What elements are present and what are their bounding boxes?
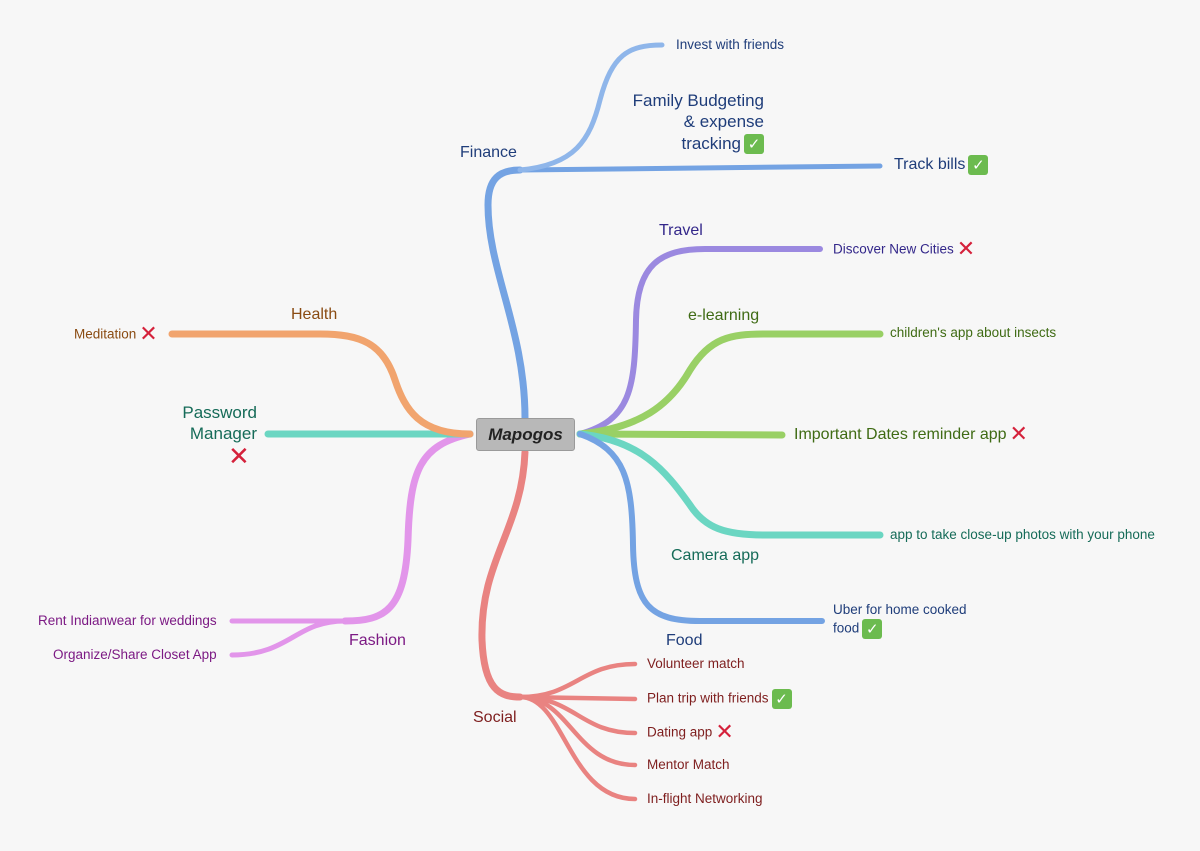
idea-track-bills[interactable]: Track bills✓ <box>894 155 989 175</box>
idea-plan-trip-text: Plan trip with friends <box>647 690 769 706</box>
idea-discover-new-cities[interactable]: Discover New Cities✕ <box>833 237 976 262</box>
central-topic[interactable]: Mapogos <box>476 418 575 451</box>
idea-mentor-match[interactable]: Mentor Match <box>647 757 730 772</box>
cross-icon: ✕ <box>956 237 976 262</box>
topic-health[interactable]: Health <box>291 306 338 323</box>
idea-rent-indianwear[interactable]: Rent Indianwear for weddings <box>38 613 217 628</box>
branch-finance-invest <box>517 42 665 173</box>
cross-icon: ✕ <box>139 322 158 347</box>
check-icon: ✓ <box>771 689 792 709</box>
check-icon: ✓ <box>862 618 883 639</box>
idea-family-budgeting-line2: & expense <box>683 112 764 132</box>
branch-camera <box>576 430 884 539</box>
idea-uber-home-cooked-line1: Uber for home cooked <box>833 602 967 617</box>
check-icon: ✓ <box>968 155 989 175</box>
branch-fashion <box>341 430 474 625</box>
idea-important-dates[interactable]: Important Dates reminder app✕ <box>794 422 1028 447</box>
idea-meditation[interactable]: Meditation✕ <box>74 322 158 347</box>
idea-plan-trip[interactable]: Plan trip with friends✓ <box>647 689 792 709</box>
idea-family-budgeting-line3: tracking✓ <box>620 133 764 155</box>
branch-finance <box>484 166 529 422</box>
idea-volunteer-match[interactable]: Volunteer match <box>647 656 745 671</box>
idea-dating-app-text: Dating app <box>647 724 713 740</box>
idea-dating-app[interactable]: Dating app✕ <box>647 720 734 745</box>
idea-close-up-photos[interactable]: app to take close-up photos with your ph… <box>890 527 1155 542</box>
idea-meditation-text: Meditation <box>74 326 137 342</box>
cross-icon: ✕ <box>228 442 250 472</box>
branch-fashion-closet <box>229 618 348 658</box>
branch-social <box>478 448 529 701</box>
branch-food <box>577 431 825 624</box>
topic-travel[interactable]: Travel <box>659 222 703 239</box>
idea-family-budgeting-line1: Family Budgeting <box>632 91 764 110</box>
idea-inflight-networking[interactable]: In-flight Networking <box>647 791 763 806</box>
idea-closet-app[interactable]: Organize/Share Closet App <box>53 647 217 662</box>
topic-password-manager-line1: Password <box>182 403 257 422</box>
idea-invest-with-friends[interactable]: Invest with friends <box>676 37 785 52</box>
topic-food[interactable]: Food <box>666 632 703 649</box>
topic-password-manager[interactable]: Password Manager <box>150 402 257 445</box>
topic-fashion[interactable]: Fashion <box>349 632 406 649</box>
check-icon: ✓ <box>744 134 764 155</box>
idea-important-dates-text: Important Dates reminder app <box>794 426 1007 444</box>
topic-password-manager-line2: Manager <box>189 424 257 444</box>
idea-childrens-app-insects[interactable]: children's app about insects <box>890 325 1057 340</box>
idea-uber-home-cooked[interactable]: Uber for home cooked food✓ <box>833 602 967 639</box>
idea-family-budgeting-line3-text: tracking <box>681 133 741 153</box>
cross-icon: ✕ <box>1009 422 1028 447</box>
topic-finance[interactable]: Finance <box>460 144 517 161</box>
branch-elearning <box>576 330 884 438</box>
branch-finance-track-bills <box>517 163 883 173</box>
cross-icon: ✕ <box>715 720 734 745</box>
topic-camera-app[interactable]: Camera app <box>671 547 760 564</box>
topic-social[interactable]: Social <box>473 709 517 726</box>
branch-travel <box>577 246 823 437</box>
idea-family-budgeting[interactable]: Family Budgeting & expense tracking✓ <box>620 90 764 155</box>
idea-uber-home-cooked-line2-text: food <box>833 620 860 636</box>
idea-uber-home-cooked-line2: food✓ <box>833 618 967 639</box>
idea-discover-new-cities-text: Discover New Cities <box>833 241 954 257</box>
topic-elearning[interactable]: e-learning <box>688 307 760 324</box>
branch-social-inflight <box>517 694 638 802</box>
branch-health <box>168 330 474 438</box>
idea-track-bills-text: Track bills <box>894 156 966 174</box>
branch-social-volunteer <box>517 661 638 700</box>
branch-elearning-dates <box>576 430 786 439</box>
